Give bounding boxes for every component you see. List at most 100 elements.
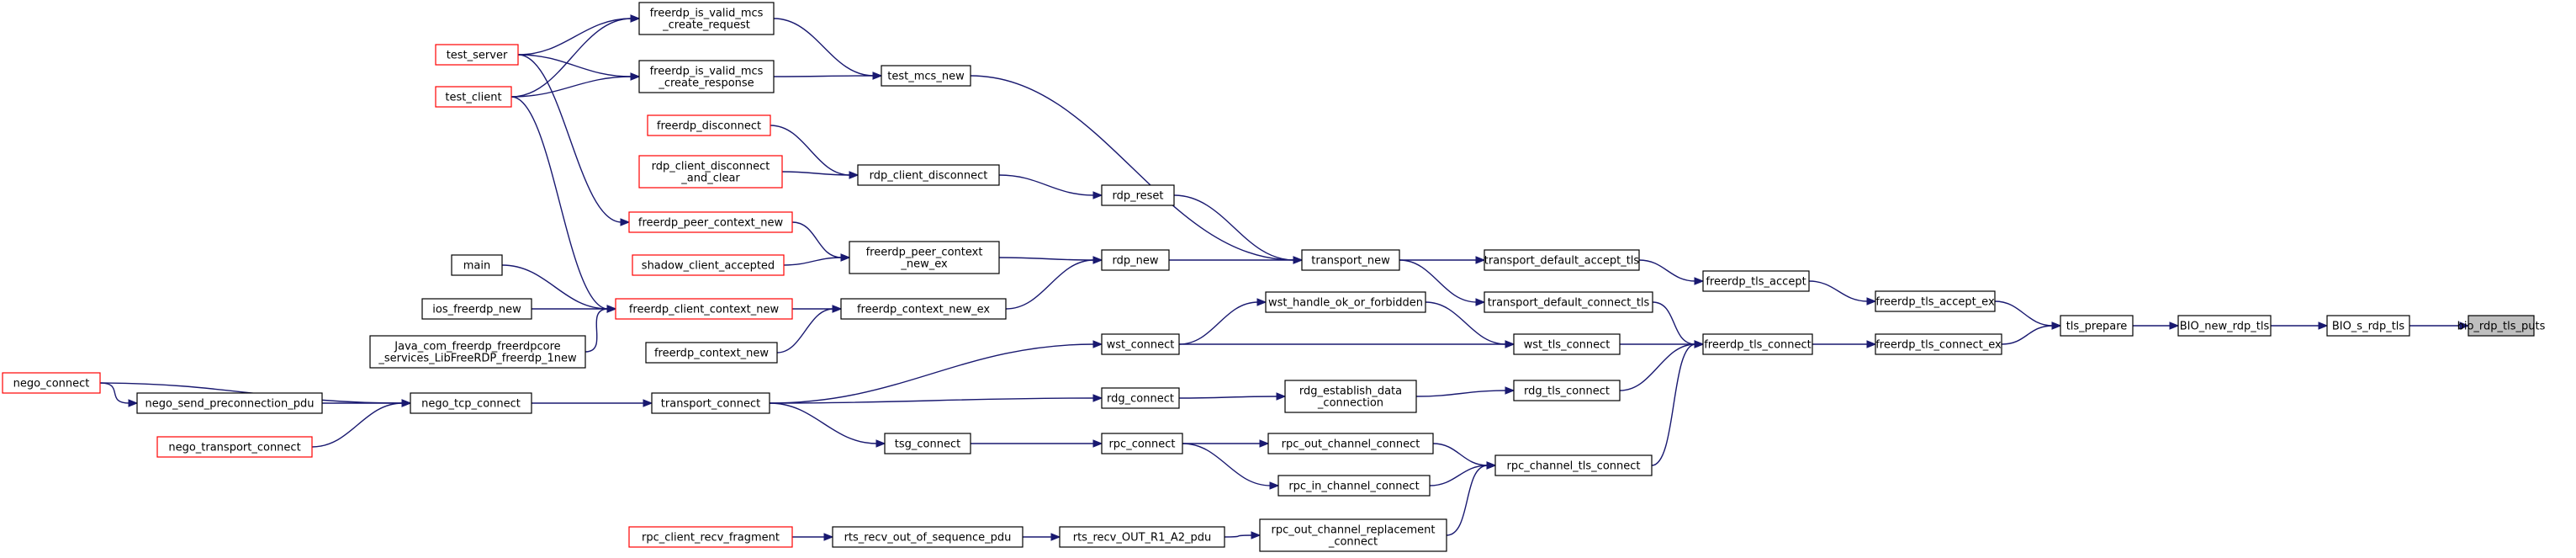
node-label: rpc_client_recv_fragment	[642, 532, 780, 545]
node-nego-transport-connect[interactable]: nego_transport_connect	[156, 436, 313, 458]
node-box	[1267, 433, 1434, 454]
node-rts-recv-out-of-sequence-pdu[interactable]: rts_recv_out_of_sequence_pdu	[832, 526, 1024, 548]
node-freerdp-disconnect[interactable]: freerdp_disconnect	[647, 114, 771, 136]
node-freerdp-is-valid-mcs-create-response[interactable]: freerdp_is_valid_mcs_create_response	[638, 60, 775, 93]
edge-rdp-client-disconnect-to-rdp-reset	[998, 174, 1095, 196]
node-rpc-out-channel-replacement-connect[interactable]: rpc_out_channel_replacement_connect	[1259, 518, 1447, 552]
node-rdg-tls-connect[interactable]: rdg_tls_connect	[1513, 380, 1621, 401]
node-box	[1259, 518, 1447, 552]
node-wst-connect[interactable]: wst_connect	[1101, 333, 1180, 355]
node-rdg-connect[interactable]: rdg_connect	[1101, 387, 1180, 409]
node-freerdp-peer-context-new-ex[interactable]: freerdp_peer_context_new_ex	[849, 241, 1000, 274]
node-test-client[interactable]: test_client	[435, 86, 512, 108]
arrowhead	[1475, 256, 1486, 264]
node-box	[1059, 526, 1225, 548]
node-box	[2468, 315, 2535, 337]
call-edges	[99, 14, 2470, 541]
node-bio-s-rdp-tls[interactable]: BIO_s_rdp_tls	[2326, 315, 2410, 337]
node-rpc-in-channel-connect[interactable]: rpc_in_channel_connect	[1277, 475, 1431, 497]
node-tsg-connect[interactable]: tsg_connect	[884, 433, 971, 454]
node-ios-freerdp-new[interactable]: ios_freerdp_new	[421, 298, 532, 320]
node-label: freerdp_peer_context_new	[638, 217, 784, 230]
node-freerdp-peer-context-new[interactable]: freerdp_peer_context_new	[628, 211, 793, 233]
node-box	[435, 44, 519, 66]
arrowhead	[1475, 298, 1486, 306]
node-label: rpc_connect	[1108, 438, 1175, 451]
node-bio-new-rdp-tls[interactable]: BIO_new_rdp_tls	[2177, 315, 2272, 337]
node-label: rdp_new	[1113, 255, 1159, 268]
edge-transport-connect-to-rdg-connect	[769, 397, 1095, 404]
arrowhead	[2318, 322, 2329, 330]
node-label: freerdp_is_valid_mcs	[650, 66, 764, 78]
node-label: rdg_establish_data	[1299, 385, 1402, 398]
node-label: test_server	[447, 50, 508, 62]
edge-transport-default-connect-tls-to-freerdp-tls-connect	[1652, 301, 1696, 345]
node-test-mcs-new[interactable]: test_mcs_new	[881, 65, 971, 87]
edge-test-client-to-freerdp-client-context-new	[510, 96, 609, 310]
node-bio-rdp-tls-puts[interactable]: bio_rdp_tls_puts	[2457, 315, 2546, 337]
node-freerdp-client-context-new[interactable]: freerdp_client_context_new	[615, 298, 793, 320]
node-box	[1101, 333, 1180, 355]
node-box	[857, 164, 1000, 186]
node-rpc-channel-tls-connect[interactable]: rpc_channel_tls_connect	[1494, 454, 1653, 476]
node-freerdp-context-new-ex[interactable]: freerdp_context_new_ex	[840, 298, 1007, 320]
node-java-freerdp-new[interactable]: Java_com_freerdp_freerdpcore_services_Li…	[369, 335, 586, 369]
node-nego-send-preconnection-pdu[interactable]: nego_send_preconnection_pdu	[136, 392, 323, 414]
node-nego-tcp-connect[interactable]: nego_tcp_connect	[410, 392, 532, 414]
node-rpc-client-recv-fragment[interactable]: rpc_client_recv_fragment	[628, 526, 793, 548]
arrowhead	[1092, 256, 1103, 264]
node-freerdp-tls-accept[interactable]: freerdp_tls_accept	[1702, 270, 1810, 292]
node-label: rdp_client_disconnect	[870, 170, 988, 183]
node-freerdp-context-new[interactable]: freerdp_context_new	[645, 342, 778, 364]
node-transport-new[interactable]: transport_new	[1301, 249, 1400, 271]
node-rdp-client-disconnect-and-clear[interactable]: rdp_client_disconnect_and_clear	[638, 155, 783, 189]
node-freerdp-is-valid-mcs-create-request[interactable]: freerdp_is_valid_mcs_create_request	[638, 2, 775, 35]
edge-test-server-to-freerdp-peer-context-new	[517, 54, 622, 223]
node-rdp-client-disconnect[interactable]: rdp_client_disconnect	[857, 164, 1000, 186]
node-rpc-connect[interactable]: rpc_connect	[1101, 433, 1183, 454]
edge-rpc-out-channel-connect-to-rpc-channel-tls-connect	[1432, 443, 1489, 466]
node-freerdp-tls-connect-ex[interactable]: freerdp_tls_connect_ex	[1875, 333, 2002, 355]
node-label: transport_default_connect_tls	[1488, 297, 1650, 310]
node-label: freerdp_context_new	[654, 348, 769, 360]
node-label: freerdp_context_new_ex	[857, 304, 990, 316]
node-label: freerdp_client_context_new	[629, 304, 780, 316]
arrowhead	[1486, 461, 1497, 470]
arrowhead	[875, 439, 886, 448]
node-label: _services_LibFreeRDP_freerdp_1new	[378, 353, 577, 365]
node-main[interactable]: main	[451, 254, 503, 276]
node-rts-recv-out-r1-a2-pdu[interactable]: rts_recv_OUT_R1_A2_pdu	[1059, 526, 1225, 548]
node-label: BIO_s_rdp_tls	[2332, 321, 2405, 333]
node-nego-connect[interactable]: nego_connect	[2, 372, 101, 394]
edge-test-client-to-freerdp-is-valid-mcs-create-request	[510, 18, 632, 98]
node-transport-default-accept-tls[interactable]: transport_default_accept_tls	[1484, 249, 1640, 271]
node-test-server[interactable]: test_server	[435, 44, 519, 66]
node-freerdp-tls-accept-ex[interactable]: freerdp_tls_accept_ex	[1875, 290, 1996, 312]
node-label: nego_transport_connect	[168, 442, 300, 454]
node-label: freerdp_peer_context	[866, 247, 983, 259]
node-wst-handle-ok-or-forbidden[interactable]: wst_handle_ok_or_forbidden	[1265, 291, 1426, 313]
node-rpc-out-channel-connect[interactable]: rpc_out_channel_connect	[1267, 433, 1434, 454]
node-box	[638, 2, 775, 35]
call-nodes: bio_rdp_tls_puts BIO_s_rdp_tls BIO_new_rdp…	[2, 2, 2546, 552]
edge-rdp-reset-to-transport-new	[1173, 194, 1295, 261]
arrowhead	[1092, 394, 1103, 402]
node-freerdp-tls-connect[interactable]: freerdp_tls_connect	[1702, 333, 1813, 355]
arrowhead	[1092, 439, 1103, 448]
node-label: freerdp_tls_accept	[1706, 276, 1806, 289]
node-box	[638, 60, 775, 93]
node-transport-default-connect-tls[interactable]: transport_default_connect_tls	[1484, 291, 1653, 313]
node-transport-connect[interactable]: transport_connect	[651, 392, 770, 414]
node-rdg-establish-data-connection[interactable]: rdg_establish_data_connection	[1284, 380, 1417, 413]
node-tls-prepare[interactable]: tls_prepare	[2060, 315, 2134, 337]
node-box	[884, 433, 971, 454]
arrowhead	[1694, 277, 1705, 285]
node-box	[435, 86, 512, 108]
node-label: main	[463, 260, 490, 273]
edge-wst-handle-ok-or-forbidden-to-wst-tls-connect	[1425, 301, 1507, 345]
edge-rpc-connect-to-rpc-in-channel-connect	[1182, 443, 1272, 486]
node-rdp-new[interactable]: rdp_new	[1101, 249, 1170, 271]
node-wst-tls-connect[interactable]: wst_tls_connect	[1513, 333, 1621, 355]
node-rdp-reset[interactable]: rdp_reset	[1101, 184, 1175, 206]
node-shadow-client-accepted[interactable]: shadow_client_accepted	[632, 254, 785, 276]
